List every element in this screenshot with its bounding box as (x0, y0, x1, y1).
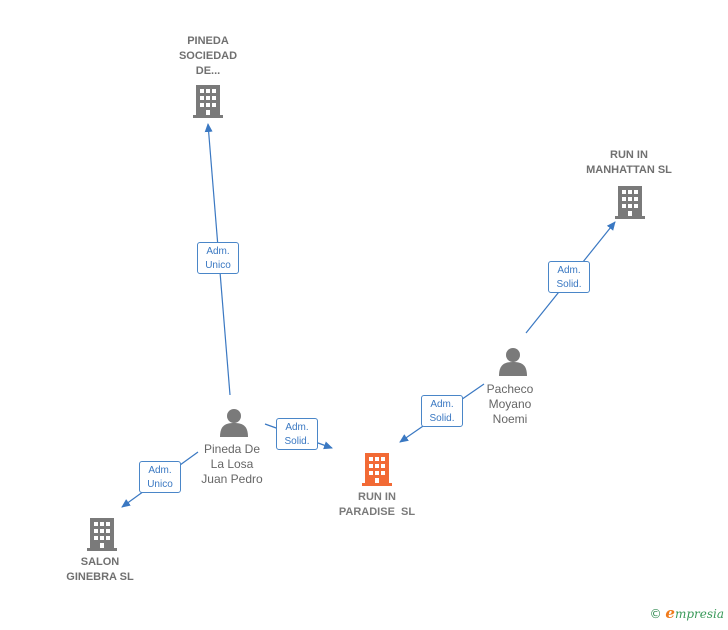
building-icon[interactable] (362, 453, 392, 486)
person-icon[interactable] (499, 348, 527, 376)
copyright-symbol: © (649, 607, 662, 621)
node-label-run-in-manhattan[interactable]: RUN IN MANHATTAN SL (586, 149, 672, 176)
edge-label-pacheco-to-manhattan[interactable]: Adm. Solid. (548, 261, 590, 293)
building-icon[interactable] (87, 518, 117, 551)
edge-label-pacheco-to-paradise[interactable]: Adm. Solid. (421, 395, 463, 427)
edge-label-pineda-to-sociedad[interactable]: Adm. Unico (197, 242, 239, 274)
brand-logo-text: mpresia (674, 607, 724, 621)
person-icon[interactable] (220, 409, 248, 437)
brand-footer: © empresia (650, 604, 724, 622)
building-icon[interactable] (193, 85, 223, 118)
edge-label-pineda-to-paradise[interactable]: Adm. Solid. (276, 418, 318, 450)
node-label-salon-ginebra[interactable]: SALON GINEBRA SL (66, 556, 134, 583)
edge-label-pineda-to-salon[interactable]: Adm. Unico (139, 461, 181, 493)
node-label-pacheco-person[interactable]: Pacheco Moyano Noemi (486, 382, 534, 426)
node-label-run-in-paradise[interactable]: RUN IN PARADISE SL (338, 491, 416, 518)
node-label-pineda-person[interactable]: Pineda De La Losa Juan Pedro (201, 442, 263, 486)
building-icon[interactable] (615, 186, 645, 219)
brand-logo-initial: e (665, 604, 675, 622)
node-label-pineda-sociedad[interactable]: PINEDA SOCIEDAD DE... (178, 35, 238, 77)
